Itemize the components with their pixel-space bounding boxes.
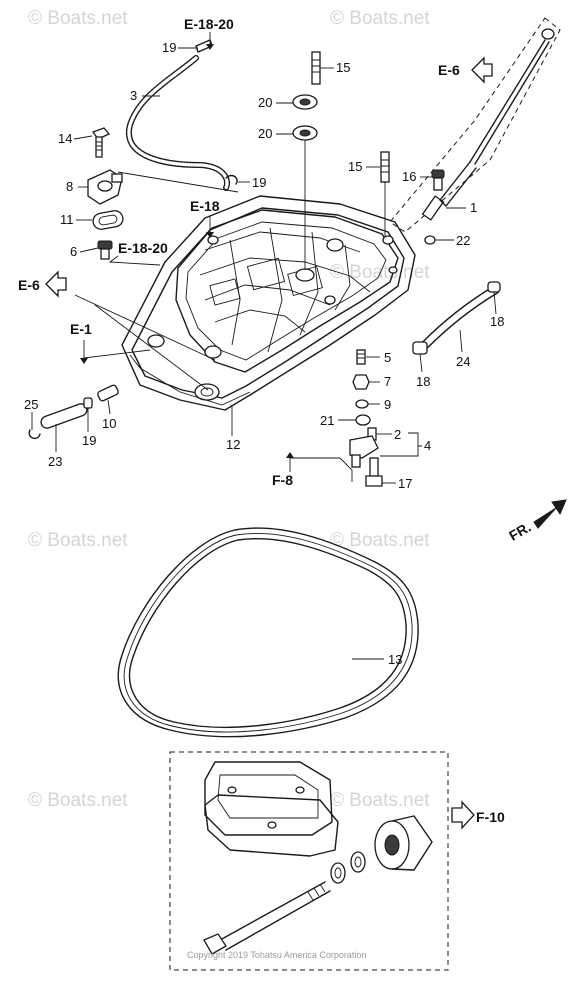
lower-assembly-boundary bbox=[169, 751, 449, 971]
callout-13: 13 bbox=[388, 652, 402, 667]
fitting-part-10 bbox=[97, 384, 119, 402]
arrow-e-6-right bbox=[471, 56, 493, 84]
callout-15-mid: 15 bbox=[348, 159, 362, 174]
washer-part-9 bbox=[355, 399, 369, 409]
ref-label-f-10: F-10 bbox=[476, 809, 505, 825]
arrow-f-10 bbox=[451, 800, 475, 830]
callout-4: 4 bbox=[424, 438, 431, 453]
callout-25: 25 bbox=[24, 397, 38, 412]
watermark: © Boats.net bbox=[28, 790, 128, 811]
stud-part-15 bbox=[311, 51, 321, 85]
watermark: © Boats.net bbox=[330, 790, 430, 811]
callout-2: 2 bbox=[394, 427, 401, 442]
callout-20-top: 20 bbox=[258, 95, 272, 110]
fitting-part-2 bbox=[349, 427, 379, 468]
callout-5: 5 bbox=[384, 350, 391, 365]
shaft-bolt-part bbox=[203, 881, 331, 955]
clip-part-19b bbox=[225, 174, 238, 185]
callout-15-top: 15 bbox=[336, 60, 350, 75]
seal-part-20b bbox=[292, 125, 318, 141]
dipstick-boundary bbox=[389, 17, 561, 233]
callout-23: 23 bbox=[48, 454, 62, 469]
callout-9: 9 bbox=[384, 397, 391, 412]
callout-14: 14 bbox=[58, 131, 72, 146]
fr-arrow bbox=[533, 499, 567, 529]
hose-part-23 bbox=[40, 403, 88, 429]
callout-11: 11 bbox=[60, 212, 74, 227]
ref-label-e-6-right: E-6 bbox=[438, 62, 460, 78]
callout-8: 8 bbox=[66, 179, 73, 194]
watermark: © Boats.net bbox=[330, 530, 430, 551]
watermark: © Boats.net bbox=[28, 8, 128, 29]
ref-label-e-1: E-1 bbox=[70, 321, 92, 337]
callout-7: 7 bbox=[384, 374, 391, 389]
callout-17: 17 bbox=[398, 476, 412, 491]
seal-part-20 bbox=[292, 94, 318, 110]
nut-part-7 bbox=[352, 374, 370, 390]
callout-6: 6 bbox=[70, 244, 77, 259]
engine-holder-part-12 bbox=[121, 195, 416, 411]
bolt-part-14 bbox=[91, 127, 111, 158]
dipstick-part-1 bbox=[421, 28, 555, 221]
gasket-part-11 bbox=[92, 210, 124, 230]
callout-20-lower: 20 bbox=[258, 126, 272, 141]
callout-18-lower: 18 bbox=[416, 374, 430, 389]
callout-22: 22 bbox=[456, 233, 470, 248]
callout-12: 12 bbox=[226, 437, 240, 452]
ref-label-f-8: F-8 bbox=[272, 472, 293, 488]
ref-label-e-6-left: E-6 bbox=[18, 277, 40, 293]
washer-part-lower-2 bbox=[330, 862, 346, 884]
direction-label-fr: FR. bbox=[506, 519, 534, 544]
callout-19-mid: 19 bbox=[252, 175, 266, 190]
callout-21: 21 bbox=[320, 413, 334, 428]
watermark: © Boats.net bbox=[330, 8, 430, 29]
ref-label-e-18: E-18 bbox=[190, 198, 220, 214]
cap-part-6 bbox=[97, 240, 113, 260]
clip-part-25 bbox=[28, 429, 41, 440]
callout-3: 3 bbox=[130, 88, 137, 103]
washer-part-22 bbox=[424, 235, 436, 245]
callout-16: 16 bbox=[402, 169, 416, 184]
callout-19: 19 bbox=[162, 40, 176, 55]
clip-part-18b bbox=[412, 341, 428, 355]
cover-part-8 bbox=[87, 169, 123, 205]
fitting-part-5 bbox=[356, 349, 366, 365]
watermark-layer: © Boats.net © Boats.net © Boats.net © Bo… bbox=[28, 8, 430, 811]
callout-10: 10 bbox=[102, 416, 116, 431]
callout-24: 24 bbox=[456, 354, 470, 369]
clip-part-18 bbox=[487, 281, 501, 293]
plate-gasket-assembly bbox=[204, 761, 339, 857]
stud-part-15b bbox=[380, 151, 390, 183]
bushing-part bbox=[374, 815, 433, 871]
ref-label-e-18-20-top: E-18-20 bbox=[184, 16, 234, 32]
seal-part-13 bbox=[117, 527, 419, 738]
washer-part-lower-1 bbox=[350, 851, 366, 873]
bolt-part-16 bbox=[431, 169, 445, 191]
clip-part-19c bbox=[83, 397, 93, 409]
callout-19-lower: 19 bbox=[82, 433, 96, 448]
callout-1: 1 bbox=[470, 200, 477, 215]
callout-18-right: 18 bbox=[490, 314, 504, 329]
washer-part-21 bbox=[355, 414, 371, 426]
copyright-text: Copyright 2019 Tohatsu America Corporati… bbox=[187, 950, 366, 960]
arrow-e-6-left bbox=[45, 270, 67, 298]
bolt-part-17 bbox=[365, 457, 383, 487]
ref-label-e-18-20-mid: E-18-20 bbox=[118, 240, 168, 256]
watermark: © Boats.net bbox=[28, 530, 128, 551]
